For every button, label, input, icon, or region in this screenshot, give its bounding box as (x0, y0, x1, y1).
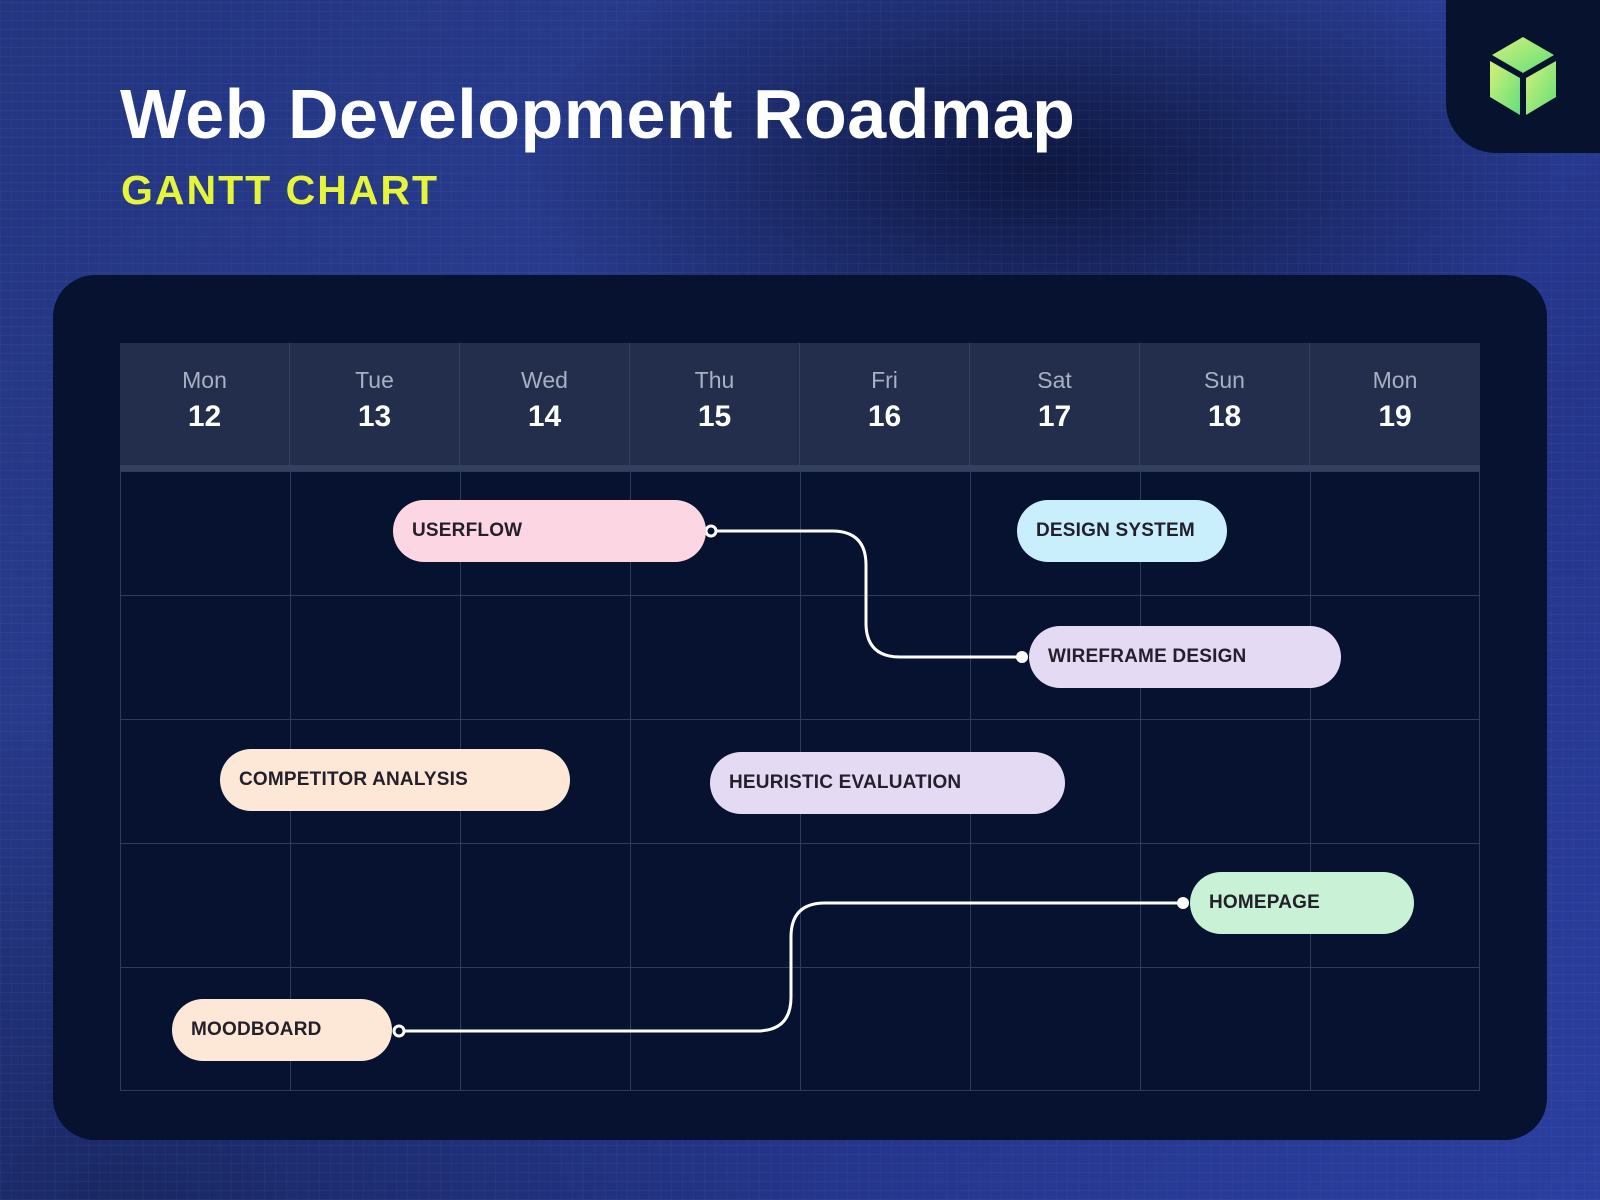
task-label: DESIGN SYSTEM (1036, 520, 1195, 541)
task-label: HOMEPAGE (1209, 892, 1321, 913)
task-label: HEURISTIC EVALUATION (729, 772, 962, 793)
task-label: COMPETITOR ANALYSIS (239, 769, 469, 790)
gantt-grid: Mon 12 Tue 13 Wed 14 Thu 15 Fri 16 Sat 1… (120, 343, 1480, 1091)
day-name: Sun (1204, 367, 1245, 393)
day-number: 12 (187, 400, 222, 433)
task-bar-heuristic-evaluation[interactable]: HEURISTIC EVALUATION (710, 752, 1065, 814)
day-name: Thu (694, 367, 735, 393)
task-bar-design-system[interactable]: DESIGN SYSTEM (1017, 500, 1227, 562)
day-column-header: Wed 14 (460, 343, 630, 465)
day-column-header: Mon 19 (1310, 343, 1480, 465)
day-header-row: Mon 12 Tue 13 Wed 14 Thu 15 Fri 16 Sat 1… (120, 343, 1480, 471)
day-column-header: Sat 17 (970, 343, 1140, 465)
task-bar-wireframe-design[interactable]: WIREFRAME DESIGN (1029, 626, 1341, 688)
logo-tab (1446, 0, 1600, 153)
day-number: 16 (867, 400, 902, 433)
day-name: Wed (521, 367, 568, 393)
day-column-header: Thu 15 (630, 343, 800, 465)
task-label: MOODBOARD (191, 1019, 322, 1040)
day-name: Mon (1372, 367, 1418, 393)
day-number: 15 (697, 400, 732, 433)
day-column-header: Sun 18 (1140, 343, 1310, 465)
day-name: Fri (871, 367, 898, 393)
green-cube-icon (1490, 36, 1556, 115)
task-bar-homepage[interactable]: HOMEPAGE (1190, 872, 1414, 934)
page-title: Web Development Roadmap (120, 75, 1076, 153)
day-name: Tue (355, 367, 394, 393)
day-name: Sat (1037, 367, 1072, 393)
day-column-header: Tue 13 (290, 343, 460, 465)
day-number: 18 (1207, 400, 1242, 433)
task-bar-competitor-analysis[interactable]: COMPETITOR ANALYSIS (220, 749, 570, 811)
task-label: USERFLOW (412, 520, 523, 541)
task-bar-userflow[interactable]: USERFLOW (393, 500, 706, 562)
day-number: 14 (527, 400, 562, 433)
day-number: 13 (357, 400, 392, 433)
page-subtitle: GANTT CHART (121, 167, 440, 213)
task-label: WIREFRAME DESIGN (1048, 646, 1247, 667)
day-name: Mon (182, 367, 227, 393)
day-number: 19 (1378, 400, 1412, 433)
task-bar-moodboard[interactable]: MOODBOARD (172, 999, 392, 1061)
day-column-header: Fri 16 (800, 343, 970, 465)
day-column-header: Mon 12 (120, 343, 290, 465)
day-number: 17 (1037, 400, 1072, 433)
